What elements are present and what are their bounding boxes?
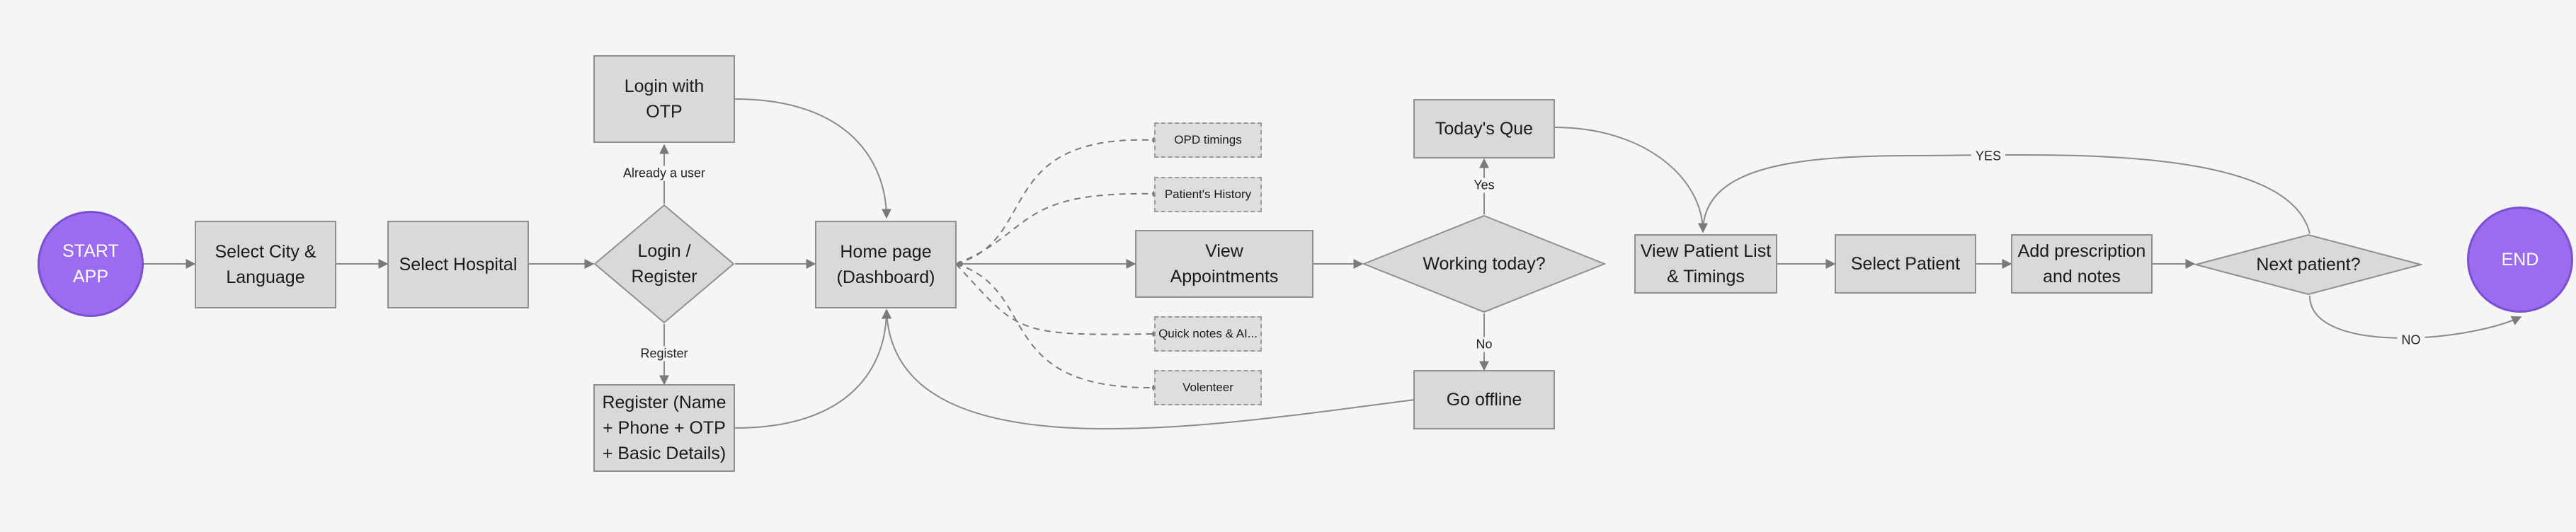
next-patient-decision: Next patient? [2194,233,2422,296]
working-today-diamond-shape [1362,214,1606,313]
view-patient-list-node: View Patient List & Timings [1634,234,1777,294]
patients-history-label: Patient's History [1164,187,1252,201]
edge-label-register: Register [636,346,693,362]
go-offline-label: Go offline [1446,389,1522,410]
login-otp-label: Login with OTP [624,76,705,122]
dash-home-to-opd [955,139,1155,265]
dash-home-to-volenteer [955,263,1155,389]
view-appointments-label: View Appointments [1170,241,1279,287]
volenteer-node: Volenteer [1154,370,1262,405]
select-patient-label: Select Patient [1850,253,1961,274]
edge-label-already-user: Already a user [618,166,710,181]
next-patient-diamond-shape [2194,233,2422,296]
register-details-node: Register (Name + Phone + OTP + Basic Det… [593,384,735,472]
end-label: END [2501,249,2539,270]
edge-next-yes-loop [1698,154,2310,234]
edge-label-yes: Yes [1469,178,1499,193]
go-offline-node: Go offline [1413,370,1555,429]
todays-que-label: Today's Que [1435,118,1534,139]
select-patient-node: Select Patient [1835,234,1976,294]
edge-offline-to-home [882,308,1415,430]
patients-history-node: Patient's History [1154,177,1262,212]
opd-timings-label: OPD timings [1174,132,1242,146]
todays-que-node: Today's Que [1413,99,1555,158]
dash-home-to-history [955,192,1155,265]
login-register-decision: Login / Register [593,204,735,324]
home-page-label: Home page (Dashboard) [836,241,935,287]
dash-home-to-quicknotes [955,263,1155,335]
quick-notes-node: Quick notes & AI... [1154,316,1262,352]
select-hospital-label: Select Hospital [399,254,518,274]
dot-home-origin [957,261,963,267]
edge-next-no-end [2309,295,2522,339]
select-city-language-node: Select City & Language [195,221,336,308]
working-today-label: Working today? [1423,253,1546,274]
select-city-language-label: Select City & Language [215,241,317,287]
select-hospital-node: Select Hospital [387,221,529,308]
login-register-diamond-shape [593,204,735,324]
edge-register-to-home [734,308,891,429]
add-prescription-node: Add prescription and notes [2011,234,2153,294]
next-patient-label: Next patient? [2256,254,2361,274]
end-node: END [2467,207,2573,313]
register-details-label: Register (Name + Phone + OTP + Basic Det… [602,392,726,464]
view-appointments-node: View Appointments [1135,230,1313,298]
working-today-decision: Working today? [1362,214,1606,313]
login-register-label: Login / Register [631,241,697,287]
login-otp-node: Login with OTP [593,55,735,143]
edge-que-to-patientlist [1554,127,1708,233]
view-patient-list-label: View Patient List & Timings [1640,241,1772,287]
edge-label-no: No [1471,337,1497,352]
quick-notes-label: Quick notes & AI... [1158,326,1258,340]
opd-timings-node: OPD timings [1154,122,1262,158]
edge-label-no-end: NO [2397,332,2425,348]
volenteer-label: Volenteer [1182,380,1233,394]
edge-otp-to-home [734,98,891,219]
home-page-node: Home page (Dashboard) [815,221,957,308]
start-app-label: START APP [62,241,119,287]
edge-label-yes-loop: YES [1971,149,2006,164]
add-prescription-label: Add prescription and notes [2017,241,2146,287]
start-app-node: START APP [38,211,144,317]
